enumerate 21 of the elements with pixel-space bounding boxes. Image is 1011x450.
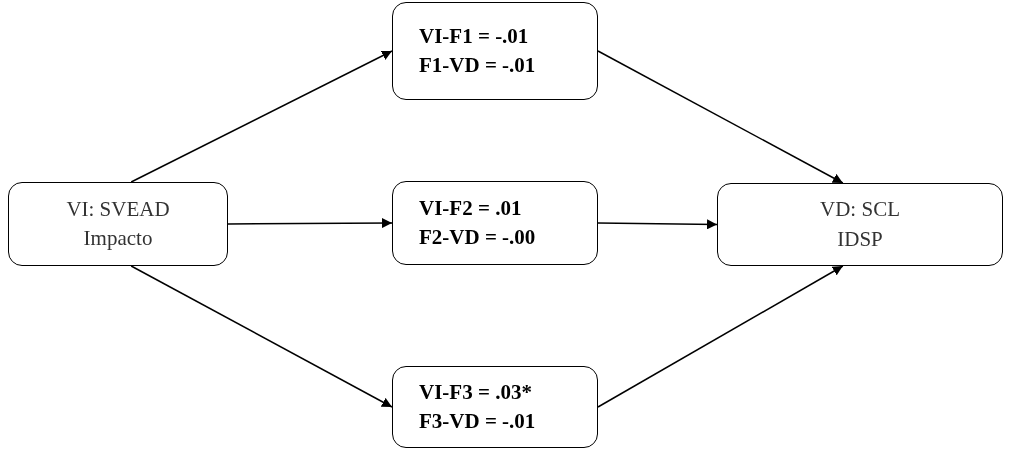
variable-label: Impacto [83, 225, 153, 252]
arrow [130, 50, 393, 183]
variable-label: VD: SCL [820, 196, 900, 224]
variable-box [717, 183, 1003, 266]
coefficient-box [392, 181, 598, 265]
arrow [597, 265, 844, 408]
arrow [227, 218, 393, 229]
arrow [130, 265, 393, 408]
variable-label: IDSP [837, 225, 883, 253]
variable-box [8, 182, 228, 266]
coefficient-text: VI-F2 = .01 [419, 194, 522, 222]
coefficient-text: F3-VD = -.01 [419, 408, 536, 435]
variable-label: VI: SVEAD [66, 195, 170, 223]
coefficient-box [392, 366, 598, 448]
coefficient-text: F2-VD = -.00 [419, 224, 536, 251]
coefficient-text: VI-F3 = .03* [419, 378, 532, 406]
arrow [597, 50, 844, 184]
arrow [597, 219, 718, 230]
coefficient-box [392, 2, 598, 100]
coefficient-text: VI-F1 = -.01 [419, 22, 529, 50]
coefficient-text: F1-VD = -.01 [419, 52, 536, 79]
